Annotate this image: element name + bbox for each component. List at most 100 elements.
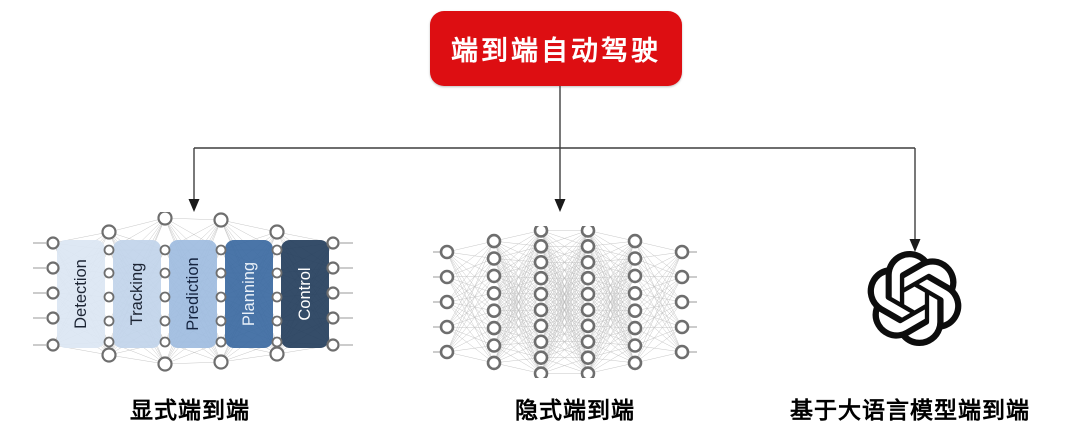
network-edge: [493, 341, 542, 364]
network-node: [674, 344, 690, 360]
network-edge: [587, 275, 636, 279]
network-edge: [587, 275, 636, 311]
network-edge: [587, 277, 636, 294]
network-edge: [634, 251, 683, 346]
network-edge: [634, 301, 683, 346]
network-edge: [634, 293, 683, 328]
network-node: [271, 267, 283, 279]
network-edge: [446, 251, 495, 294]
network-node: [580, 254, 596, 270]
network-node: [213, 212, 229, 228]
network-edge: [587, 341, 636, 346]
network-edge: [587, 277, 636, 329]
network-node: [159, 291, 171, 303]
network-edge: [587, 240, 636, 342]
network-edge: [587, 293, 636, 342]
network-node: [580, 366, 596, 378]
network-edge: [587, 309, 636, 346]
network-edge: [493, 293, 542, 358]
network-edge: [540, 230, 589, 279]
network-edge: [493, 325, 542, 346]
module-label-detection: Detection: [72, 259, 90, 329]
network-edge: [446, 251, 495, 346]
network-node: [157, 212, 173, 226]
network-node: [580, 302, 596, 318]
network-node: [580, 286, 596, 302]
network-edge: [634, 240, 683, 253]
network-node: [215, 336, 227, 348]
network-edge: [446, 345, 495, 353]
network-edge: [493, 293, 542, 329]
network-edge: [634, 276, 683, 364]
network-edge: [587, 262, 636, 277]
network-edge: [634, 251, 683, 329]
network-edge: [634, 301, 683, 329]
network-edge: [587, 293, 636, 374]
root-node-box: 端到端自动驾驶: [430, 11, 682, 86]
network-edge: [493, 293, 542, 327]
network-edge: [446, 251, 495, 311]
network-node: [486, 233, 502, 249]
openai-logo-icon: [867, 251, 962, 346]
network-edge: [587, 258, 636, 326]
network-edge: [634, 326, 683, 329]
network-edge: [493, 278, 542, 346]
network-node: [627, 286, 643, 301]
network-edge: [587, 293, 636, 329]
network-edge: [634, 293, 683, 303]
network-node: [580, 239, 596, 254]
network-edge: [587, 345, 636, 358]
network-edge: [540, 246, 589, 374]
network-edge: [493, 246, 542, 329]
network-edge: [446, 301, 495, 329]
network-node: [439, 319, 455, 335]
network-edge: [634, 293, 683, 353]
network-edge: [587, 327, 636, 358]
network-edge: [493, 240, 542, 342]
network-edge: [587, 275, 636, 327]
network-edge: [540, 230, 589, 374]
network-node: [439, 269, 455, 285]
network-edge: [587, 277, 636, 311]
network-edge: [634, 301, 683, 364]
network-edge: [587, 258, 636, 311]
network-edge: [587, 230, 636, 311]
network-edge: [493, 293, 542, 364]
network-edge: [446, 258, 495, 328]
network-edge: [446, 276, 495, 346]
network-edge: [493, 230, 542, 277]
module-panel-planning: [225, 240, 273, 348]
network-node: [580, 318, 596, 334]
network-edge: [493, 246, 542, 346]
network-node: [674, 244, 690, 260]
network-edge: [493, 293, 542, 342]
network-edge: [493, 275, 542, 374]
network-edge: [446, 275, 495, 303]
module-panel-prediction: [169, 240, 217, 348]
network-edge: [493, 277, 542, 329]
network-edge: [634, 258, 683, 278]
network-edge: [493, 293, 542, 311]
network-node: [213, 354, 229, 370]
network-edge: [587, 258, 636, 295]
network-node: [580, 270, 596, 286]
network-io-stubs: [433, 251, 697, 353]
network-edge: [634, 275, 683, 353]
network-edge: [493, 357, 542, 364]
network-node: [533, 302, 549, 318]
network-edge: [493, 293, 542, 374]
network-edge: [446, 276, 495, 364]
network-edge: [540, 262, 589, 374]
network-edge: [493, 293, 542, 295]
network-edge: [587, 246, 636, 259]
network-node: [533, 350, 549, 365]
network-edge: [587, 310, 636, 374]
network-edge: [587, 275, 636, 374]
network-edge: [587, 240, 636, 326]
network-edge: [493, 275, 542, 342]
network-node: [486, 320, 502, 336]
network-edge: [587, 262, 636, 329]
network-edge: [587, 357, 636, 364]
network-node: [533, 334, 549, 350]
network-edge: [540, 230, 589, 263]
